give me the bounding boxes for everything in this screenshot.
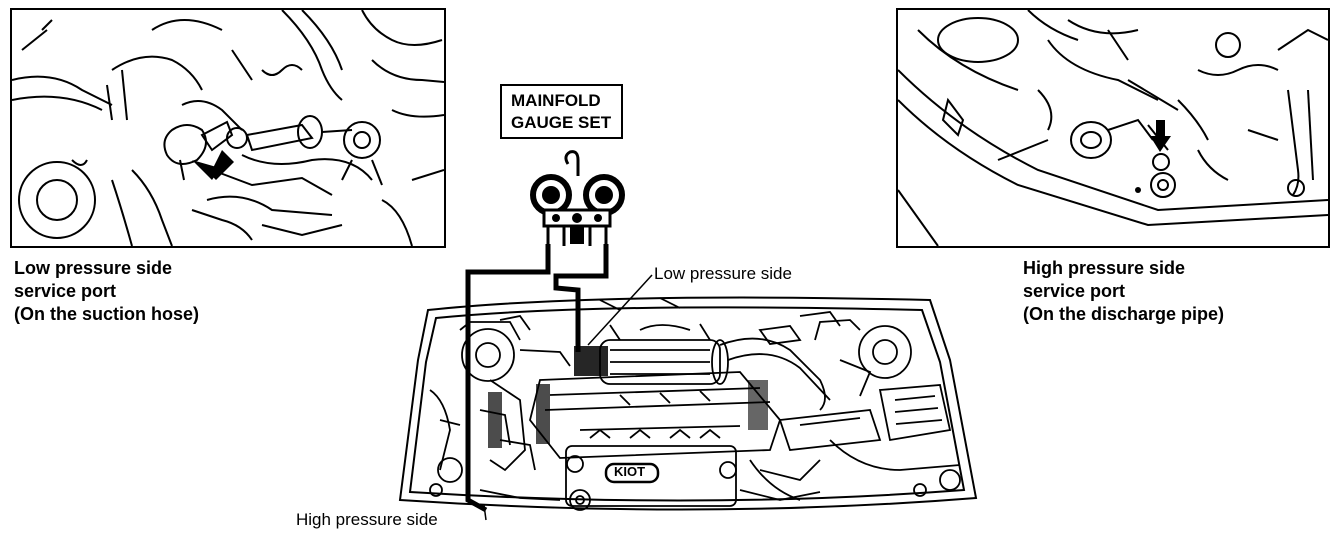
low-pressure-port-caption: Low pressure side service port (On the s… bbox=[14, 257, 199, 326]
engine-emblem: KIOT bbox=[614, 464, 646, 479]
title-line2: GAUGE SET bbox=[511, 113, 612, 132]
low-pressure-port-drawing bbox=[12, 10, 444, 246]
arrow-icon bbox=[192, 150, 234, 180]
manifold-gauge-set bbox=[530, 150, 625, 246]
low-pressure-hose bbox=[553, 244, 609, 352]
high-pressure-hose bbox=[465, 244, 551, 513]
manifold-gauge-set-title: MAINFOLD GAUGE SET bbox=[500, 84, 624, 139]
low-caption-line2: service port bbox=[14, 281, 117, 301]
hook-icon bbox=[564, 150, 580, 176]
high-pressure-pointer bbox=[483, 504, 487, 521]
engine-bay-outline bbox=[398, 296, 978, 511]
high-caption-line3: (On the discharge pipe) bbox=[1023, 304, 1225, 324]
high-caption-line2: service port bbox=[1023, 281, 1126, 301]
high-pressure-port-drawing bbox=[898, 10, 1328, 246]
engine-shading bbox=[488, 346, 768, 448]
low-pressure-side-label: Low pressure side bbox=[654, 264, 792, 283]
high-pressure-side-label: High pressure side bbox=[296, 510, 438, 529]
low-pressure-port-panel bbox=[10, 8, 446, 248]
high-pressure-port-caption: High pressure side service port (On the … bbox=[1023, 257, 1224, 326]
high-pressure-port-panel bbox=[896, 8, 1330, 248]
engine-details bbox=[429, 297, 961, 511]
low-caption-line1: Low pressure side bbox=[14, 258, 173, 278]
arrow-down-icon bbox=[1150, 120, 1171, 152]
low-caption-line3: (On the suction hose) bbox=[14, 304, 200, 324]
high-caption-line1: High pressure side bbox=[1023, 258, 1186, 278]
title-line1: MAINFOLD bbox=[511, 91, 601, 110]
